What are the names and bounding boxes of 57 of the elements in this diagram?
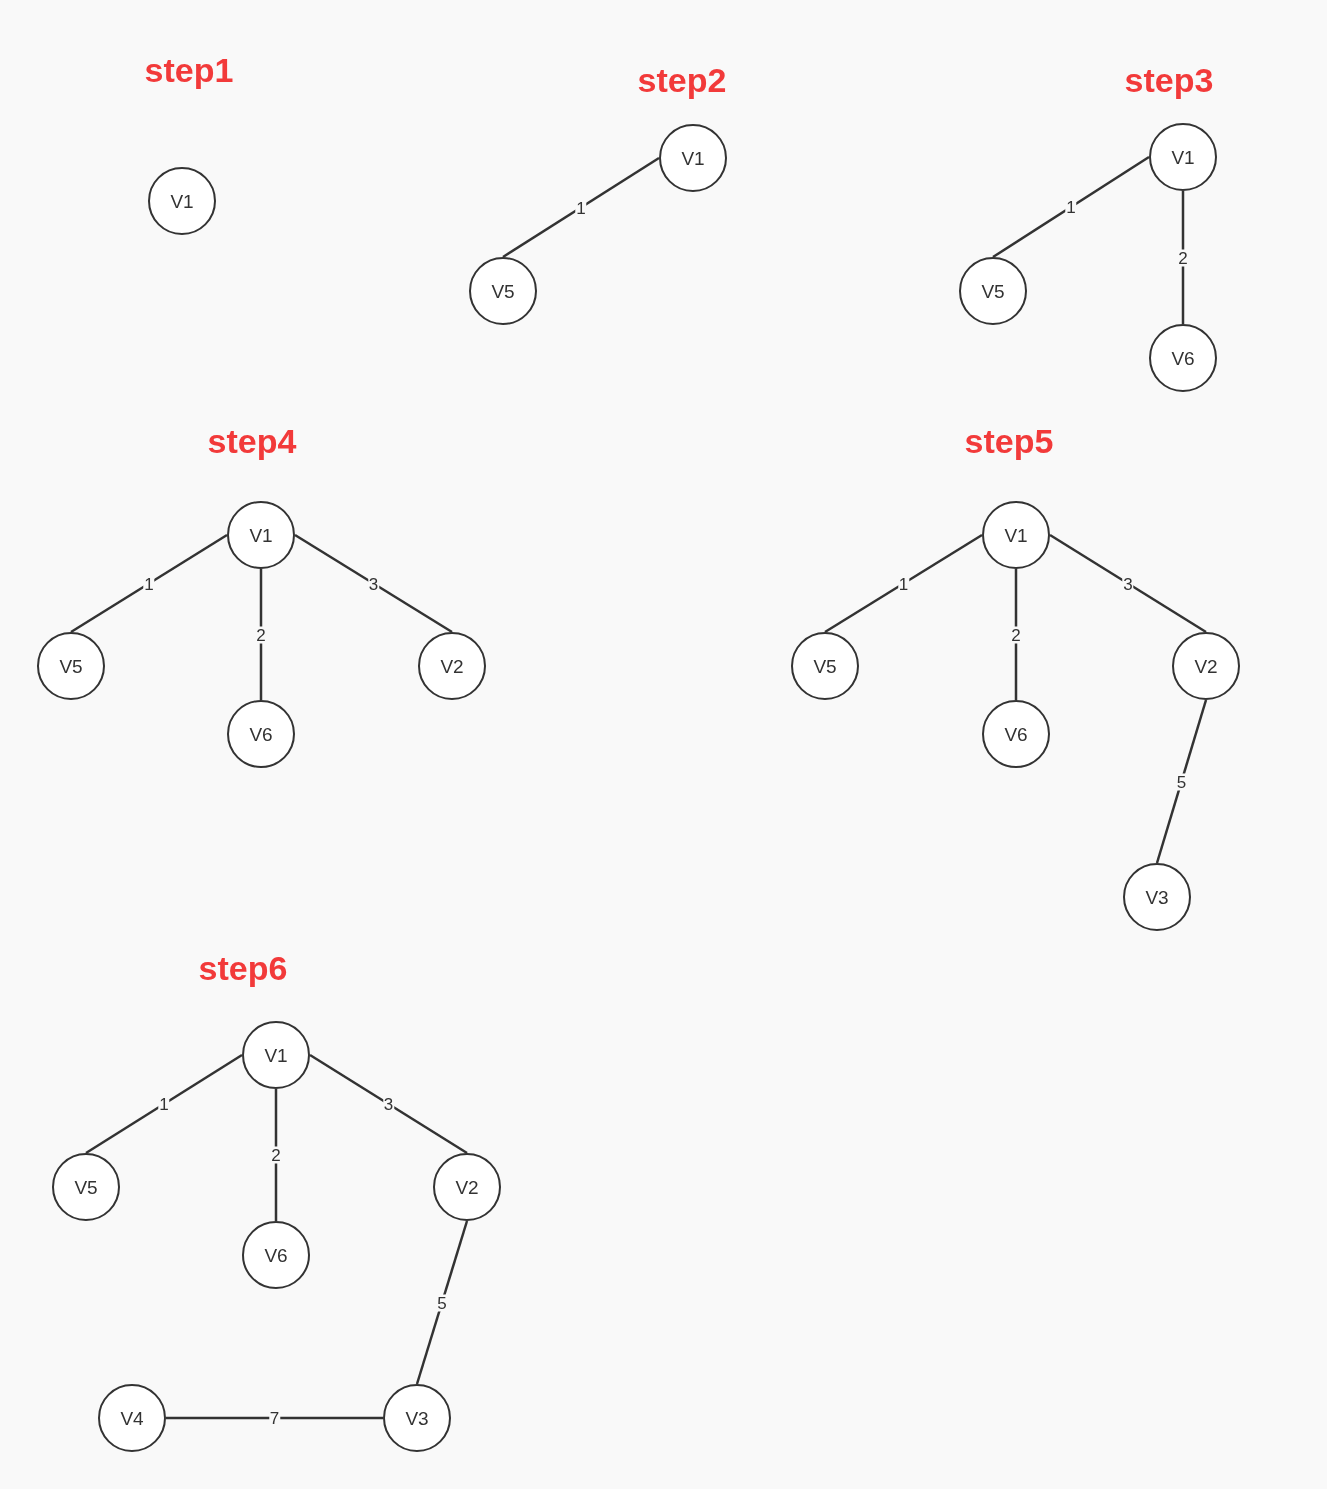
- edge-label: 5: [436, 1294, 448, 1311]
- vertex-label: V6: [249, 724, 273, 744]
- vertex-label: V4: [120, 1408, 144, 1428]
- vertex-label: V3: [1145, 887, 1169, 907]
- edge-label: 1: [575, 199, 587, 216]
- vertex-label: V5: [74, 1177, 98, 1197]
- step-title: step3: [1124, 63, 1214, 97]
- vertex-label: V1: [1004, 525, 1028, 545]
- edge-label: 2: [1177, 249, 1189, 266]
- vertex-label: V1: [264, 1045, 288, 1065]
- vertex-label: V6: [1171, 348, 1195, 368]
- vertex-label: V6: [1004, 724, 1028, 744]
- edge-label: 1: [158, 1095, 170, 1113]
- edge-line: [259, 569, 263, 700]
- edge-label: 5: [1175, 773, 1188, 790]
- vertex-label: V1: [249, 525, 273, 545]
- edge-line: [502, 156, 660, 259]
- edge-label: 3: [367, 575, 380, 592]
- step-title: step4: [207, 424, 297, 458]
- vertex-label: V5: [981, 281, 1005, 301]
- edge-line: [274, 1089, 278, 1221]
- edge-label: 1: [897, 575, 910, 592]
- edge-label: 3: [382, 1095, 395, 1113]
- edge-line: [294, 533, 453, 634]
- edge-label: 7: [268, 1409, 281, 1427]
- vertex-label: V2: [455, 1177, 479, 1197]
- edge-line: [309, 1053, 468, 1155]
- edge-line: [1049, 533, 1207, 634]
- edge-line: [1014, 569, 1018, 700]
- vertex-label: V5: [813, 656, 837, 676]
- edge-label: 3: [1122, 575, 1134, 592]
- edge-label: 2: [270, 1146, 282, 1164]
- step-title: step2: [637, 63, 727, 97]
- vertex-label: V5: [491, 281, 515, 301]
- edge-label: 2: [1010, 626, 1022, 643]
- edge-line: [166, 1416, 383, 1420]
- step-title: step1: [144, 53, 234, 87]
- vertex-label: V1: [170, 191, 194, 211]
- step-title: step5: [964, 424, 1054, 458]
- edge-label: 1: [1065, 198, 1077, 216]
- edge-line: [70, 533, 228, 634]
- edge-label: 1: [143, 575, 155, 592]
- vertex-label: V5: [59, 656, 83, 676]
- vertex-label: V2: [1194, 656, 1218, 676]
- vertex-label: V1: [681, 148, 705, 168]
- edge-line: [824, 533, 983, 634]
- vertex-label: V1: [1171, 147, 1195, 167]
- edge-line: [415, 1220, 469, 1385]
- edge-line: [992, 155, 1150, 259]
- edge-line: [1155, 699, 1208, 864]
- vertex-label: V3: [405, 1408, 429, 1428]
- edge-line: [85, 1053, 243, 1155]
- vertex-label: V6: [264, 1245, 288, 1265]
- vertex-label: V2: [440, 656, 464, 676]
- step-title: step6: [198, 951, 288, 985]
- edge-line: [1181, 191, 1185, 324]
- edge-label: 2: [255, 626, 267, 643]
